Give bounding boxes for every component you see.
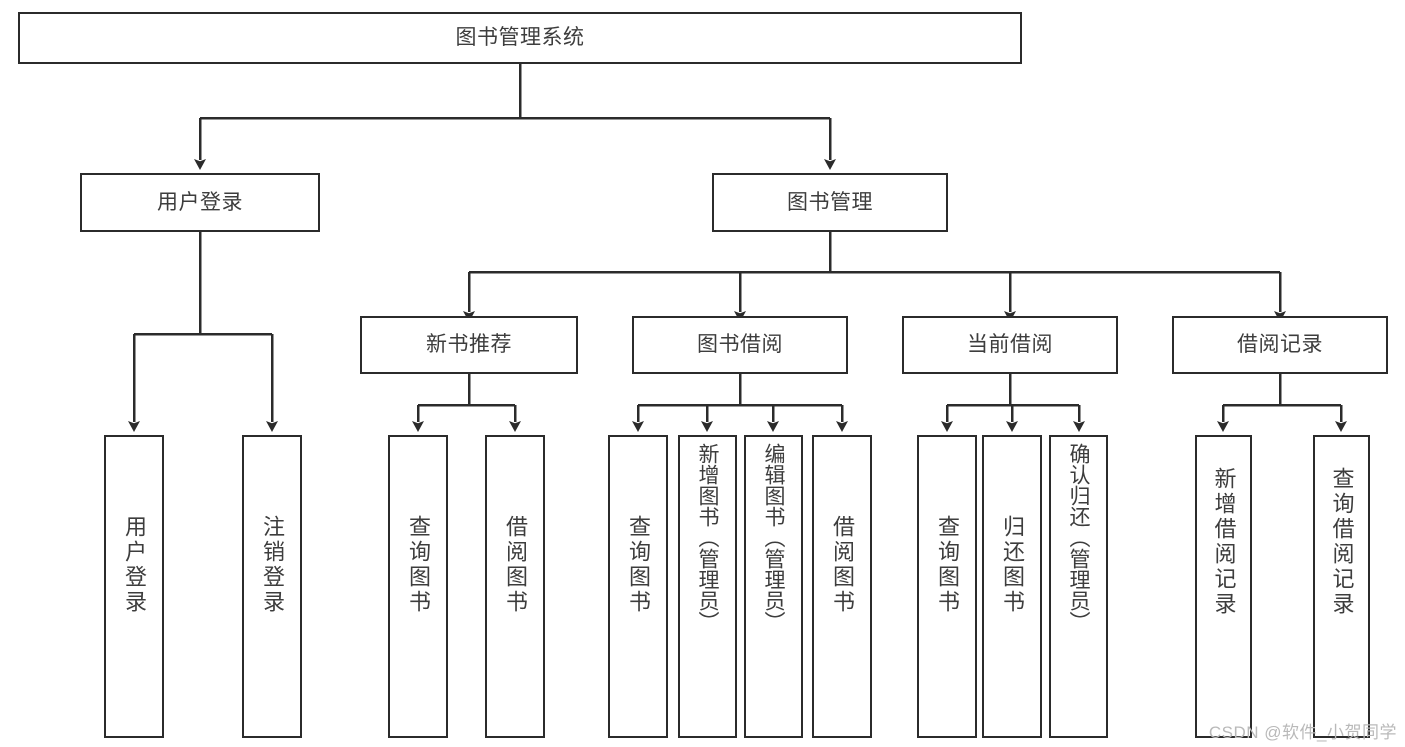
node-user-login[interactable]: 用户登录 <box>80 173 320 232</box>
leaf-newbook-borrow-book[interactable]: 借阅图书 <box>485 435 545 738</box>
leaf-borrow-edit-book-admin[interactable]: 编辑图书（管理员） <box>744 435 803 738</box>
node-book-borrow[interactable]: 图书借阅 <box>632 316 848 374</box>
leaf-current-confirm-return-admin[interactable]: 确认归还（管理员） <box>1049 435 1108 738</box>
node-label: 当前借阅 <box>967 333 1053 357</box>
node-label: 图书管理 <box>787 190 873 214</box>
node-current-borrow[interactable]: 当前借阅 <box>902 316 1118 374</box>
node-label: 查询图书 <box>935 515 960 615</box>
node-label: 编辑图书（管理员） <box>762 443 785 632</box>
node-label: 查询图书 <box>406 515 431 615</box>
leaf-current-query-book[interactable]: 查询图书 <box>917 435 977 738</box>
leaf-current-return-book[interactable]: 归还图书 <box>982 435 1042 738</box>
node-root-book-management-system[interactable]: 图书管理系统 <box>18 12 1022 64</box>
csdn-watermark: CSDN @软件_小贺同学 <box>1208 723 1397 742</box>
node-label: 用户登录 <box>157 190 243 214</box>
node-label: 新增图书（管理员） <box>696 443 719 632</box>
node-book-management[interactable]: 图书管理 <box>712 173 948 232</box>
leaf-borrow-lend-book[interactable]: 借阅图书 <box>812 435 872 738</box>
node-label: 查询图书 <box>626 515 651 615</box>
node-label: 图书借阅 <box>697 333 783 357</box>
node-label: 借阅记录 <box>1237 333 1323 357</box>
node-label: 查询借阅记录 <box>1329 467 1355 617</box>
node-label: 用户登录 <box>122 515 147 615</box>
node-label: 借阅图书 <box>503 515 528 615</box>
node-new-book-recommend[interactable]: 新书推荐 <box>360 316 578 374</box>
node-borrow-record[interactable]: 借阅记录 <box>1172 316 1388 374</box>
node-label: 确认归还（管理员） <box>1067 443 1090 632</box>
leaf-borrow-add-book-admin[interactable]: 新增图书（管理员） <box>678 435 737 738</box>
leaf-user-login[interactable]: 用户登录 <box>104 435 164 738</box>
node-label: 注销登录 <box>260 515 285 615</box>
node-label: 借阅图书 <box>830 515 855 615</box>
leaf-record-query-borrow-record[interactable]: 查询借阅记录 <box>1313 435 1370 738</box>
node-label: 归还图书 <box>1000 515 1025 615</box>
node-label: 新增借阅记录 <box>1211 467 1237 617</box>
leaf-user-logout[interactable]: 注销登录 <box>242 435 302 738</box>
node-label: 图书管理系统 <box>455 26 585 50</box>
leaf-borrow-query-book[interactable]: 查询图书 <box>608 435 668 738</box>
node-label: 新书推荐 <box>426 333 512 357</box>
leaf-newbook-query-book[interactable]: 查询图书 <box>388 435 448 738</box>
leaf-record-add-borrow-record[interactable]: 新增借阅记录 <box>1195 435 1252 738</box>
